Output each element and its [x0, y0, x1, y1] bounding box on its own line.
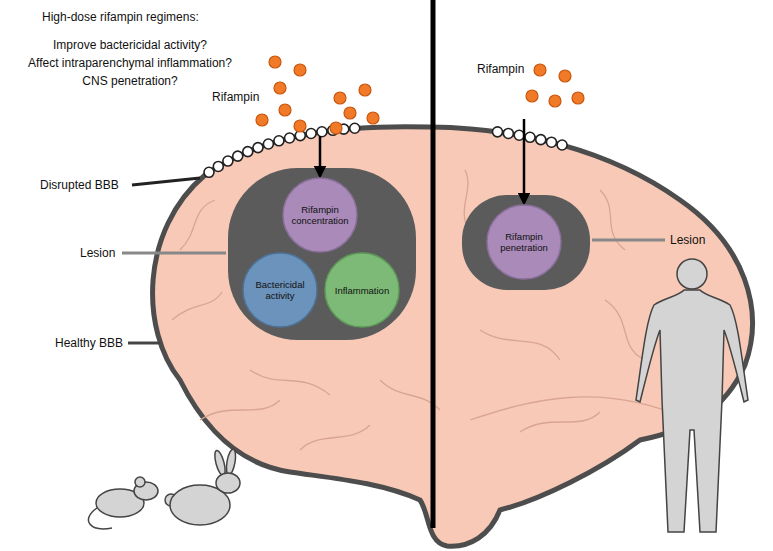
drug-dot: [534, 64, 546, 76]
question-text: Improve bactericidal activity?: [10, 38, 250, 52]
circle-shape: [325, 253, 399, 327]
circle-label: Bactericidal activity: [247, 279, 313, 301]
lesion-circle: Rifampin concentration: [282, 177, 358, 253]
drug-group: Rifampin: [472, 58, 592, 118]
circle-label: Rifampin concentration: [287, 204, 353, 226]
leader-line: [128, 342, 160, 345]
drug-dot: [526, 90, 538, 102]
bbb-dot: [285, 133, 295, 143]
drug-label: Rifampin: [477, 62, 524, 76]
arrow-connector: [319, 136, 322, 176]
bbb-dot: [557, 140, 567, 150]
drug-dot: [256, 114, 268, 126]
bbb-dot: [503, 128, 513, 138]
bbb-dot: [213, 161, 223, 171]
bbb-dot: [492, 127, 502, 137]
gyrus: [470, 397, 690, 420]
drug-dot: [330, 122, 342, 134]
human-head: [677, 259, 707, 289]
circle-shape: [487, 205, 561, 279]
question-text: CNS penetration?: [10, 74, 250, 88]
drug-dot: [559, 70, 571, 82]
circle-shape: [243, 253, 317, 327]
question-text: Affect intraparenchymal inflammation?: [10, 56, 250, 70]
leader-lines: [122, 178, 665, 343]
rabbit-ear: [225, 449, 237, 476]
circle-shape: [283, 178, 357, 252]
drug-dot: [294, 64, 306, 76]
bbb-dot: [306, 129, 316, 139]
gyrus: [480, 330, 560, 360]
rabbit-ear: [213, 449, 227, 476]
leader-line: [592, 239, 665, 242]
rifampin-dots: [256, 56, 584, 134]
brain-outline: [153, 127, 753, 547]
leader-line: [122, 252, 226, 255]
gyrus: [172, 292, 222, 320]
disrupted-bbb-dots: [204, 123, 567, 177]
gyrus: [180, 200, 215, 250]
leader-line: [132, 178, 200, 185]
drug-dot: [279, 104, 291, 116]
bbb-dot: [525, 132, 535, 142]
drug-dot: [549, 95, 561, 107]
drug-dot: [359, 84, 371, 96]
circle-label: Inflammation: [329, 285, 395, 296]
drug-dot: [572, 92, 584, 104]
lesion-circle: Rifampin penetration: [486, 204, 562, 280]
drug-label: Rifampin: [212, 90, 259, 104]
drug-dot: [269, 56, 281, 68]
drug-dot: [344, 107, 356, 119]
bbb-dot: [274, 136, 284, 146]
rat-figure: [88, 477, 158, 529]
bbb-dot: [233, 151, 243, 161]
drug-dot: [274, 82, 286, 94]
lesion-circle: Inflammation: [324, 252, 400, 328]
arrow-connector: [523, 119, 526, 203]
drug-dot: [334, 92, 346, 104]
bbb-dot: [243, 147, 253, 157]
part-label: Healthy BBB: [55, 336, 123, 350]
bbb-dot: [223, 156, 233, 166]
bbb-dot: [546, 137, 556, 147]
drug-dot: [367, 112, 379, 124]
human-figure: [636, 259, 748, 532]
bbb-dot: [263, 139, 273, 149]
bbb-dot: [350, 123, 360, 133]
divider-line: [431, 0, 436, 528]
rabbit-figure: [165, 449, 240, 525]
gyrus: [300, 425, 370, 450]
gyrus: [200, 400, 280, 420]
human-body: [636, 290, 748, 532]
lesion-right: [462, 195, 590, 290]
bbb-dot: [204, 167, 214, 177]
bbb-dot: [536, 135, 546, 145]
part-label: Disrupted BBB: [40, 178, 119, 192]
title-text: High-dose rifampin regimens:: [42, 10, 199, 24]
bbb-dot: [514, 130, 524, 140]
bbb-dot: [317, 127, 327, 137]
drug-group: Rifampin: [208, 55, 383, 135]
lesion-left: [228, 168, 416, 340]
rat-ear: [135, 477, 145, 487]
gyrus: [250, 370, 330, 395]
bbb-dot: [253, 143, 263, 153]
part-label: Lesion: [80, 246, 115, 260]
gyrus: [520, 412, 600, 432]
lesion-circle: Bactericidal activity: [242, 252, 318, 328]
circle-label: Rifampin penetration: [491, 231, 557, 253]
drug-dot: [294, 120, 306, 132]
part-label: Lesion: [670, 233, 705, 247]
rabbit-head: [216, 473, 240, 493]
